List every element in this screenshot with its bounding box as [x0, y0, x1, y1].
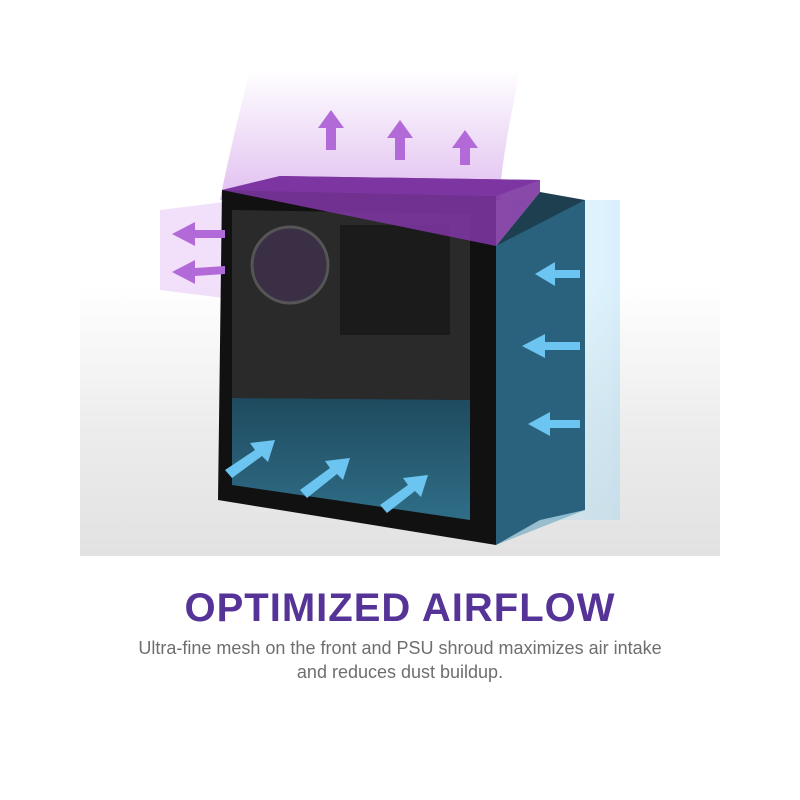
front-mesh-highlight	[496, 200, 585, 545]
arrow-up-right-icon	[300, 458, 350, 498]
exhaust-arrows	[172, 110, 478, 284]
top-mesh-face	[222, 176, 540, 246]
arrow-up-icon	[318, 110, 344, 150]
front-mesh-panel	[496, 192, 585, 545]
arrow-left-icon	[522, 334, 580, 358]
arrow-left-icon	[172, 260, 225, 284]
arrow-left-icon	[172, 222, 225, 246]
arrow-left-icon	[528, 412, 580, 436]
arrow-up-icon	[387, 120, 413, 160]
arrow-left-icon	[535, 262, 580, 286]
top-exhaust-glow	[220, 70, 520, 200]
arrow-up-right-icon	[380, 475, 428, 513]
intake-arrows	[225, 262, 580, 513]
description: Ultra-fine mesh on the front and PSU shr…	[138, 638, 662, 682]
arrow-up-right-icon	[225, 440, 275, 478]
motherboard-tray	[340, 225, 450, 335]
rear-fan	[250, 225, 330, 305]
headline: OPTIMIZED AIRFLOW	[184, 586, 616, 630]
arrow-up-icon	[452, 130, 478, 165]
